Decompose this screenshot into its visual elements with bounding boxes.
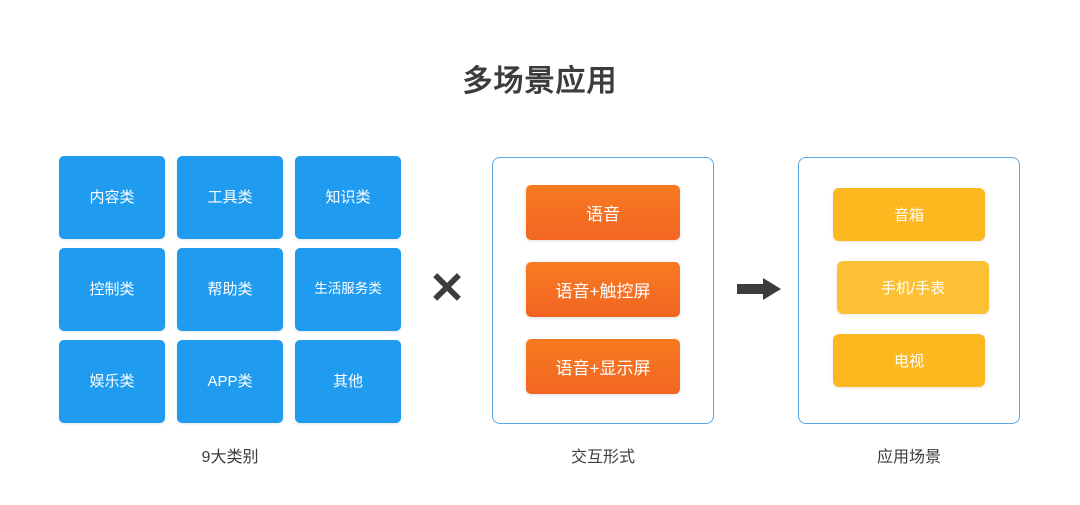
arrow-right-icon (737, 278, 781, 300)
interaction-item[interactable]: 语音 (526, 185, 680, 240)
category-grid-caption: 9大类别 (201, 449, 259, 466)
category-cell[interactable]: 知识类 (295, 156, 401, 239)
scene-item[interactable]: 电视 (833, 334, 985, 387)
interaction-panel-caption: 交互形式 (570, 449, 635, 466)
category-grid: 内容类 工具类 知识类 控制类 帮助类 生活服务类 娱乐类 APP类 其他 (59, 156, 401, 423)
multiply-icon: ✕ (428, 264, 466, 313)
category-cell[interactable]: 工具类 (177, 156, 283, 239)
interaction-item[interactable]: 语音+显示屏 (526, 339, 680, 394)
interaction-list: 语音 语音+触控屏 语音+显示屏 (526, 185, 680, 394)
scene-item[interactable]: 手机/手表 (837, 261, 989, 314)
category-cell[interactable]: APP类 (177, 340, 283, 423)
category-cell[interactable]: 其他 (295, 340, 401, 423)
page-title: 多场景应用 (462, 65, 618, 98)
scene-item[interactable]: 音箱 (833, 188, 985, 241)
category-cell[interactable]: 娱乐类 (59, 340, 165, 423)
scene-list: 音箱 手机/手表 电视 (833, 188, 989, 387)
interaction-item[interactable]: 语音+触控屏 (526, 262, 680, 317)
category-cell[interactable]: 内容类 (59, 156, 165, 239)
category-cell[interactable]: 控制类 (59, 248, 165, 331)
category-cell[interactable]: 帮助类 (177, 248, 283, 331)
scene-panel-caption: 应用场景 (876, 449, 941, 466)
category-cell[interactable]: 生活服务类 (295, 248, 401, 331)
